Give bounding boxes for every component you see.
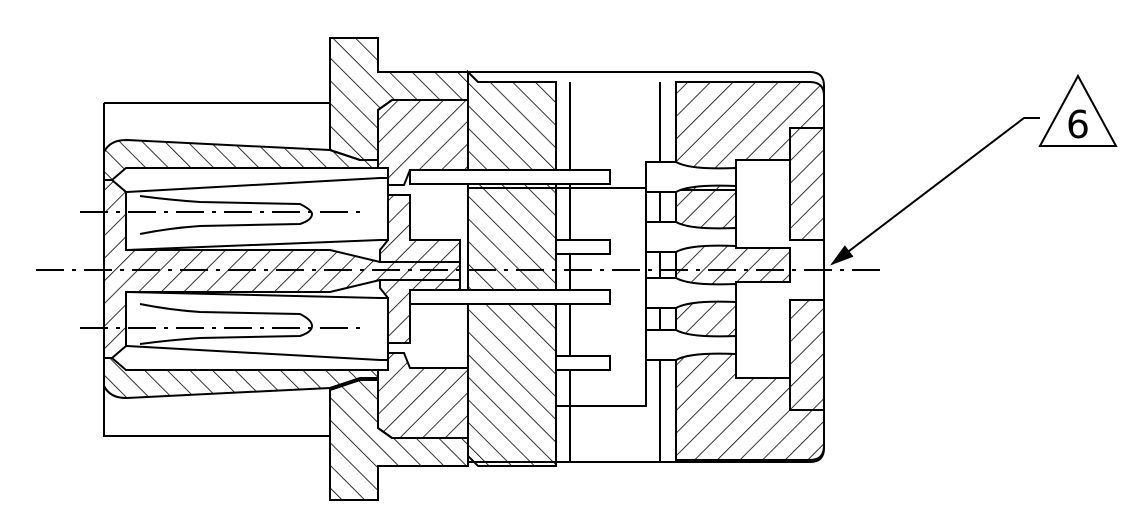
callout-number: 6: [1066, 103, 1090, 147]
coupling-sleeve: [103, 138, 379, 400]
callout-leader: [830, 117, 1040, 266]
contact-pins: [409, 161, 737, 371]
callout-triangle: 6: [1038, 73, 1118, 147]
socket-contacts: [125, 177, 389, 361]
